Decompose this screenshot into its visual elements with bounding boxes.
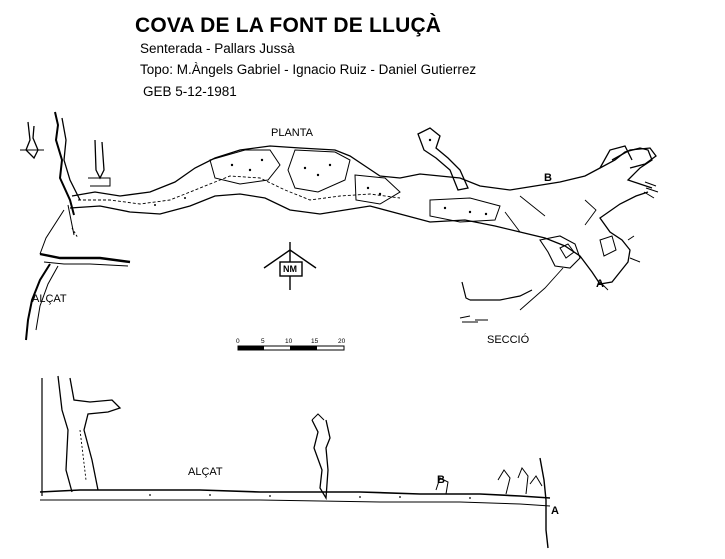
plan-branch-north	[417, 127, 469, 191]
surveyors-line: Topo: M.Àngels Gabriel - Ignacio Ruiz - …	[140, 62, 477, 77]
profile-floor	[39, 489, 551, 499]
plan-gallery-south-wall	[69, 191, 649, 285]
map-title: COVA DE LA FONT DE LLUÇÀ	[135, 14, 442, 37]
plan-chamber-4	[429, 197, 501, 223]
section-line-a	[519, 267, 564, 311]
label-alcat-left: ALÇAT	[32, 293, 67, 305]
plan-view	[20, 111, 659, 311]
left-elevation	[25, 209, 131, 341]
plan-chamber-1	[209, 149, 281, 185]
scale-tick-5: 5	[261, 338, 265, 345]
scale-tick-20: 20	[338, 338, 346, 345]
profile-shaft	[57, 375, 73, 493]
point-a-plan: A	[596, 278, 604, 290]
scale-tick-15: 15	[311, 338, 319, 345]
plan-entrance-shaft	[25, 121, 39, 160]
location-subtitle: Senterada - Pallars Jussà	[140, 41, 295, 56]
label-alcat-profile: ALÇAT	[188, 466, 223, 478]
left-elevation-passage	[39, 252, 131, 264]
survey-credit: GEB 5-12-1981	[143, 84, 237, 99]
plan-left-channel	[54, 111, 75, 216]
plan-chamber-3	[354, 174, 401, 205]
label-seccio: SECCIÓ	[487, 334, 530, 346]
left-elevation-shaft	[25, 263, 51, 341]
profile-view	[39, 375, 551, 549]
scale-bar	[237, 345, 345, 351]
scale-tick-10: 10	[285, 338, 293, 345]
point-a-profile: A	[551, 505, 559, 517]
point-b-plan: B	[544, 172, 552, 184]
scale-tick-0: 0	[236, 338, 240, 345]
profile-chimney	[311, 419, 331, 501]
north-arrow-icon	[263, 242, 317, 290]
point-b-profile: B	[437, 474, 445, 486]
label-planta: PLANTA	[271, 127, 313, 139]
plan-chamber-2	[287, 149, 351, 193]
north-marker-label: NM	[283, 264, 297, 274]
plan-branch-right	[611, 147, 657, 169]
cross-section	[459, 281, 533, 323]
plan-gallery-north-wall	[71, 145, 653, 197]
profile-end-wall	[539, 457, 549, 549]
